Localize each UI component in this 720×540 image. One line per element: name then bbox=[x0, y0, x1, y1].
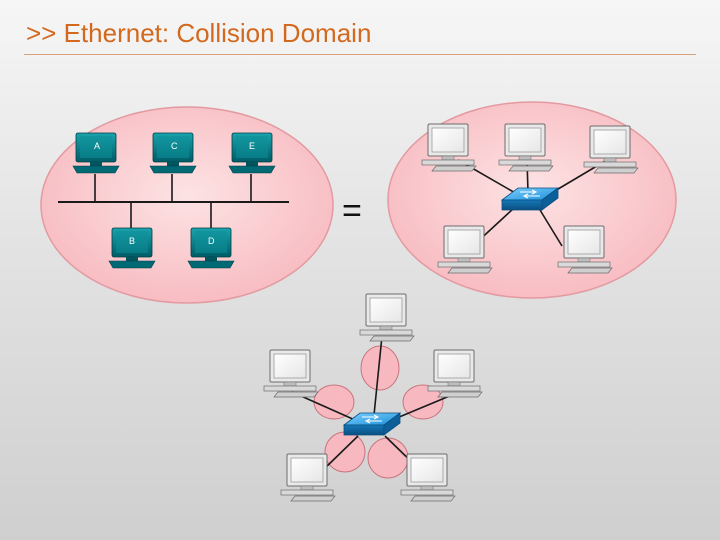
pc-icon bbox=[583, 125, 639, 174]
pc-icon bbox=[421, 123, 477, 172]
pc-icon bbox=[359, 293, 415, 342]
port-collision-domain bbox=[324, 431, 366, 473]
host-c-label: C bbox=[171, 141, 178, 151]
host-a-label: A bbox=[94, 141, 100, 151]
slide-title: >> Ethernet: Collision Domain bbox=[26, 18, 372, 48]
pc-icon bbox=[280, 453, 336, 502]
host-d-label: D bbox=[208, 236, 215, 246]
pc-icon bbox=[427, 349, 483, 398]
title-divider bbox=[24, 54, 696, 55]
bus-network-group: A C E B D bbox=[40, 106, 334, 304]
host-c: C bbox=[149, 132, 197, 174]
equals-symbol: = bbox=[342, 192, 362, 230]
port-collision-domain bbox=[360, 345, 400, 391]
microsegmented-network-group bbox=[263, 293, 483, 502]
host-e-label: E bbox=[249, 141, 255, 151]
pc-icon bbox=[437, 225, 493, 274]
single-switch-network-group bbox=[387, 101, 677, 299]
host-d: D bbox=[187, 227, 235, 269]
switch-icon bbox=[343, 412, 401, 436]
host-b: B bbox=[108, 227, 156, 269]
port-collision-domain bbox=[367, 437, 409, 479]
pc-icon bbox=[498, 123, 554, 172]
host-b-label: B bbox=[129, 236, 135, 246]
port-collision-domain bbox=[313, 384, 355, 420]
pc-icon bbox=[557, 225, 613, 274]
host-e: E bbox=[228, 132, 276, 174]
pc-icon bbox=[400, 453, 456, 502]
pc-icon bbox=[263, 349, 319, 398]
host-a: A bbox=[72, 132, 120, 174]
